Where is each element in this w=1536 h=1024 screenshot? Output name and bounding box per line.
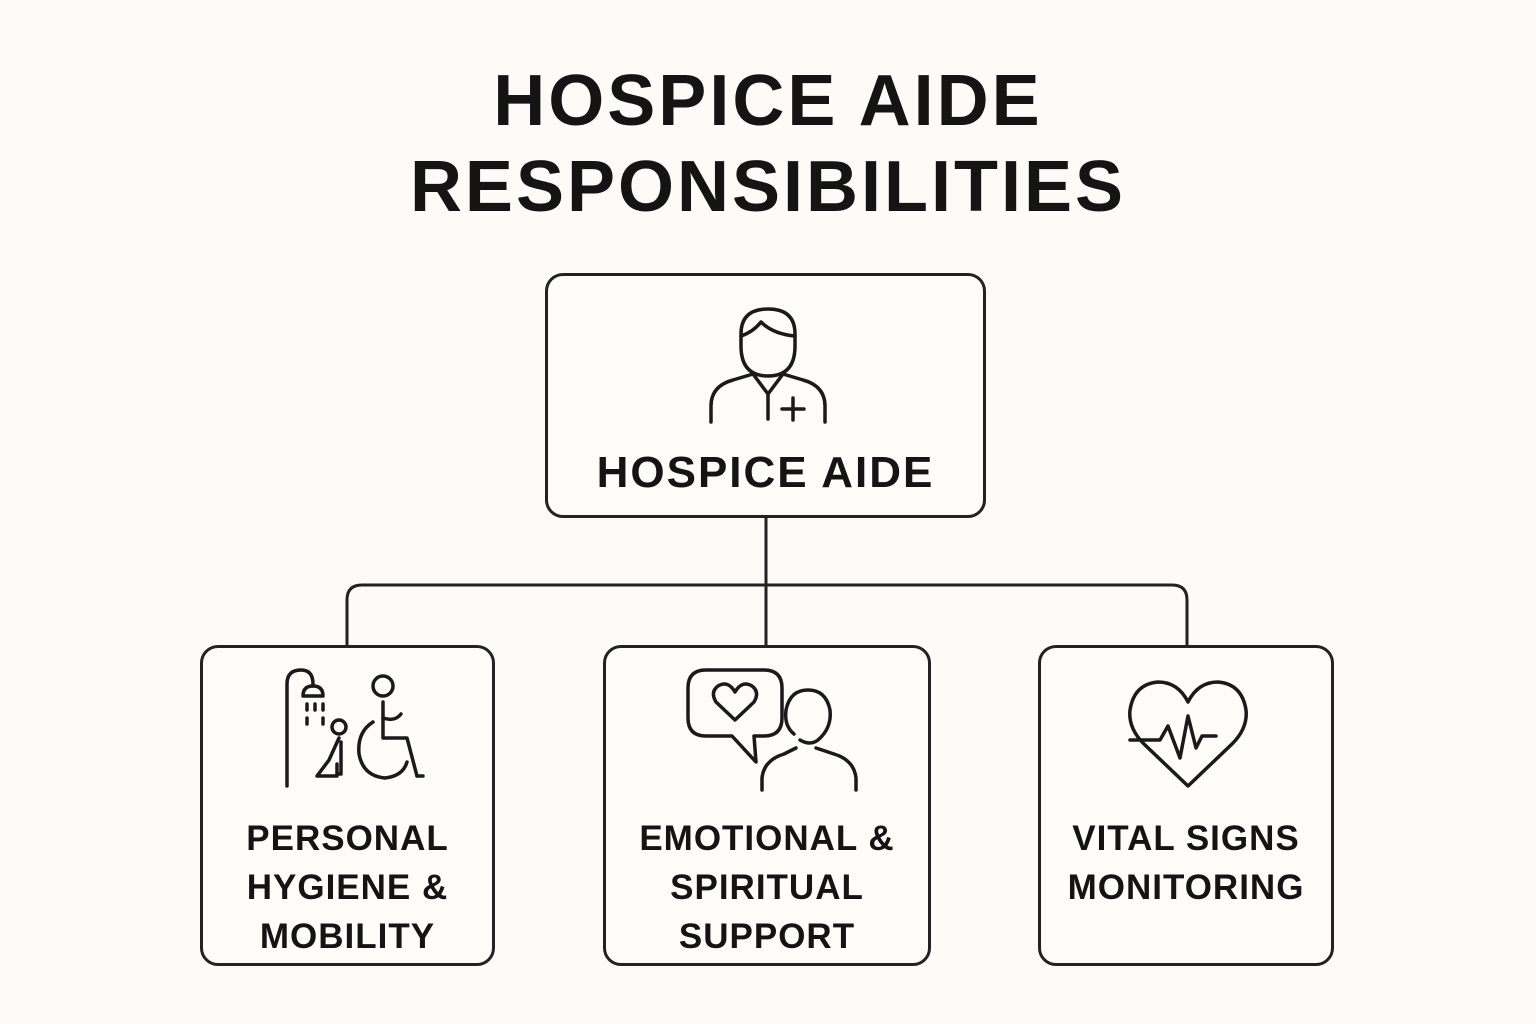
shower-wheelchair-icon (285, 668, 425, 788)
caregiver-icon (709, 307, 827, 424)
child-node-vital-signs: VITAL SIGNS MONITORING (1038, 645, 1334, 966)
page-title: HOSPICE AIDE RESPONSIBILITIES (0, 58, 1536, 230)
child-node-label: EMOTIONAL & SPIRITUAL SUPPORT (639, 819, 895, 956)
child-node-label: VITAL SIGNS MONITORING (1067, 819, 1305, 907)
branch-line (345, 583, 1189, 647)
child-node-emotional-support: EMOTIONAL & SPIRITUAL SUPPORT (603, 645, 931, 966)
title-line-1: HOSPICE AIDE (493, 61, 1043, 141)
root-node-hospice-aide: HOSPICE AIDE (545, 273, 986, 518)
speech-heart-person-icon (686, 668, 858, 792)
child-node-label: PERSONAL HYGIENE & MOBILITY (246, 819, 449, 956)
child-node-hygiene-mobility: PERSONAL HYGIENE & MOBILITY (200, 645, 495, 966)
root-node-label: HOSPICE AIDE (596, 448, 935, 497)
title-line-2: RESPONSIBILITIES (409, 147, 1127, 227)
heart-pulse-icon (1128, 680, 1248, 788)
